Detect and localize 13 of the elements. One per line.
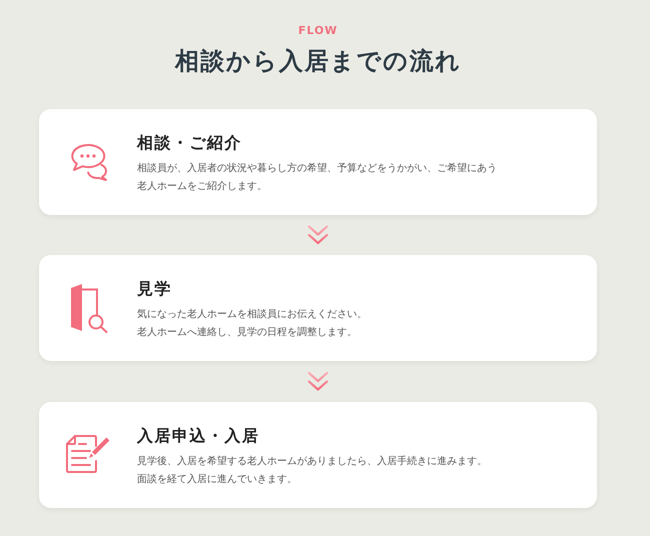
step-card bbox=[39, 109, 597, 215]
step-description: 相談員が、入居者の状況や暮らし方の希望、予算などをうかがい、ご希望にあう老人ホームをご紹介します。 bbox=[137, 162, 498, 194]
page-title: 相談から入居までの流れ bbox=[174, 46, 462, 77]
step-description: 見学後、入居を希望する老人ホームがありましたら、入居手続きに進みます。面談を経て入居に進んでいきます。 bbox=[137, 454, 488, 487]
chevron-arrow bbox=[308, 372, 328, 391]
step-description: 気になった老人ホームを相談員にお伝えください。老人ホームへ連絡し、見学の日程を調整します。 bbox=[137, 308, 368, 340]
step-heading: 相談・ご紹介 bbox=[137, 132, 242, 154]
step-card bbox=[39, 255, 597, 361]
step-heading: 見学 bbox=[137, 278, 172, 300]
step-heading: 入居申込・入居 bbox=[137, 425, 260, 447]
chevron-arrow bbox=[308, 225, 328, 244]
section-eyebrow: FLOW bbox=[297, 23, 339, 39]
step-card bbox=[39, 402, 597, 508]
